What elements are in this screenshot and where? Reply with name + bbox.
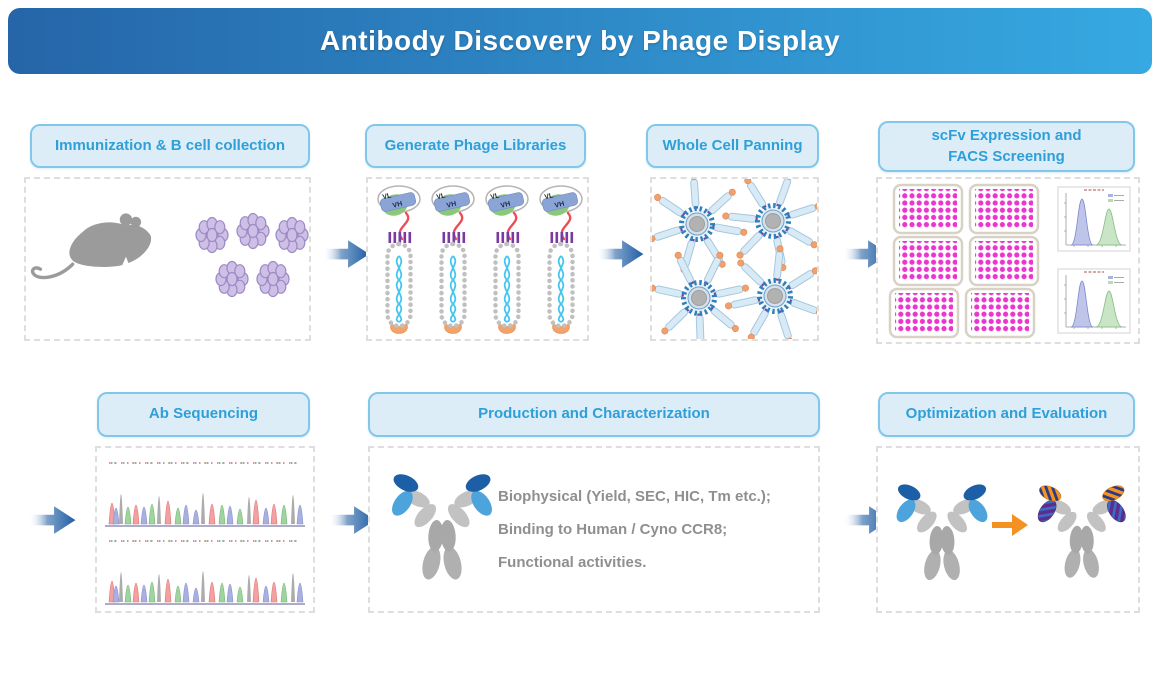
panel-optimization — [876, 446, 1140, 613]
microplate-icon — [968, 183, 1040, 235]
step-label-optimization: Optimization and Evaluation — [878, 392, 1135, 437]
optimization-illustration — [878, 448, 1138, 611]
phage-icon — [486, 186, 528, 334]
antibody-optimized-icon — [1034, 483, 1129, 580]
production-detail-line: Functional activities. — [498, 554, 647, 571]
facs-histogram-icon — [1057, 268, 1131, 334]
mouse-icon — [30, 213, 152, 280]
microplate-icon — [968, 235, 1040, 287]
cell-panning-icon — [652, 179, 756, 283]
production-detail-line: Biophysical (Yield, SEC, HIC, Tm etc.); — [498, 488, 771, 505]
panel-production: Biophysical (Yield, SEC, HIC, Tm etc.); … — [368, 446, 820, 613]
phage-icon — [378, 186, 420, 334]
step-label-phage-libraries: Generate Phage Libraries — [365, 124, 586, 168]
antibody-icon — [376, 458, 506, 598]
panel-immunization — [24, 177, 311, 341]
cell-panning-illustration — [652, 179, 817, 339]
step-label-scfv-facs: scFv Expression and FACS Screening — [878, 121, 1135, 172]
phage-icon — [432, 186, 474, 334]
page-title: Antibody Discovery by Phage Display — [319, 25, 841, 56]
panel-ab-sequencing — [95, 446, 315, 613]
antibody-icon — [893, 481, 991, 582]
step-label-production: Production and Characterization — [368, 392, 820, 437]
step-label-immunization: Immunization & B cell collection — [30, 124, 310, 168]
facs-screening-illustration — [888, 183, 1131, 339]
mouse-and-bcells-illustration — [30, 212, 309, 298]
facs-histogram-icon — [1057, 186, 1131, 252]
chromatogram-icon — [104, 455, 306, 529]
microplate-icon — [964, 287, 1036, 339]
chromatogram-icon — [104, 533, 306, 607]
flow-arrow-icon — [596, 240, 644, 268]
flow-arrow-icon — [322, 240, 370, 268]
phage-icon — [540, 186, 582, 334]
production-detail-line: Binding to Human / Cyno CCR8; — [498, 521, 728, 538]
microplate-icon — [888, 287, 960, 339]
orange-arrow-icon — [992, 514, 1028, 536]
panel-whole-cell-panning — [650, 177, 819, 341]
flow-arrow-icon — [28, 506, 76, 534]
b-cell-cluster-icon — [195, 212, 309, 298]
panel-scfv-facs — [876, 177, 1140, 344]
step-label-whole-cell-panning: Whole Cell Panning — [646, 124, 819, 168]
microplate-icon — [892, 235, 964, 287]
microplate-icon — [892, 183, 964, 235]
step-label-ab-sequencing: Ab Sequencing — [97, 392, 310, 437]
production-details: Biophysical (Yield, SEC, HIC, Tm etc.); … — [498, 480, 810, 579]
phage-library-illustration — [368, 179, 587, 339]
header-banner: Antibody Discovery by Phage Display — [8, 8, 1152, 74]
sequencing-illustration — [104, 455, 306, 607]
panel-phage-libraries — [366, 177, 589, 341]
